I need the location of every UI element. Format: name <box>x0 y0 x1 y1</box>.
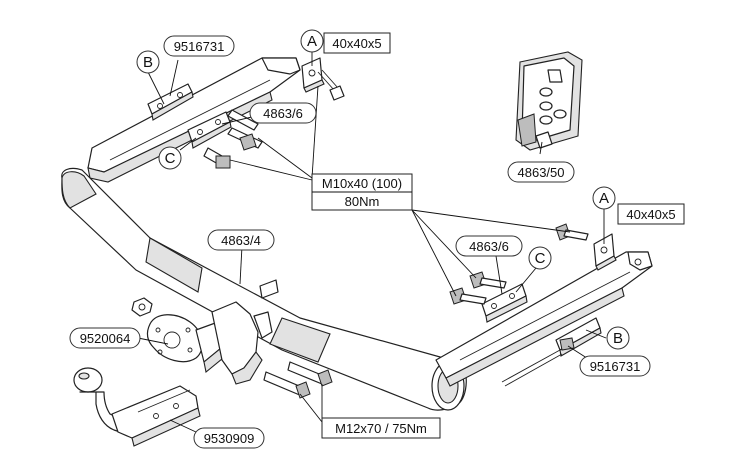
left-spacer-40x40x5 <box>301 57 325 93</box>
inset-callout: 4863/50 <box>507 161 575 183</box>
lower-bolts <box>263 361 333 399</box>
hitch-receiver-block <box>211 279 279 385</box>
right-spacer-40x40x5 <box>593 233 617 271</box>
left-c-letter: C <box>165 150 176 167</box>
left-plate-callout: 4863/6 <box>249 102 317 124</box>
right-upper-bolt <box>555 223 589 241</box>
right-a-letter: A <box>599 190 609 207</box>
towball-callout: 9530909 <box>193 427 265 449</box>
left-b-letter: B <box>143 54 153 71</box>
socket-plate-9520064 <box>146 314 229 374</box>
inset-part-number: 4863/50 <box>518 165 565 180</box>
right-c-letter: C <box>535 250 546 267</box>
left-a-letter: A <box>307 33 317 50</box>
bolt-spec-size: M10x40 (100) <box>322 176 402 191</box>
leader-lines <box>137 52 607 433</box>
left-b-part-number: 9516731 <box>174 39 225 54</box>
right-mounting-plate-4863-6 <box>481 283 528 323</box>
socket-plate-callout: 9520064 <box>69 327 141 349</box>
right-a-spacer-size: 40x40x5 <box>626 207 675 222</box>
right-plate-callout: 4863/6 <box>455 235 523 257</box>
right-side-bracket <box>435 251 653 387</box>
right-a-callout: A 40x40x5 <box>592 186 685 225</box>
left-clamp-plate-9516731 <box>147 83 194 121</box>
right-b-letter: B <box>613 330 623 347</box>
small-nut <box>131 297 153 317</box>
left-upper-bolt <box>317 69 345 101</box>
inset-detail-4863-50 <box>515 51 583 151</box>
lower-bolt-spec: M12x70 / 75Nm <box>335 421 427 436</box>
towball-9530909 <box>73 367 201 447</box>
left-a-callout: A 40x40x5 <box>300 29 391 54</box>
lower-bolt-spec-box: M12x70 / 75Nm <box>321 417 441 439</box>
bolt-spec-torque: 80Nm <box>345 194 380 209</box>
left-c-callout: C <box>158 146 182 170</box>
right-plate-part-number: 4863/6 <box>469 239 509 254</box>
bolt-spec-box: M10x40 (100) 80Nm <box>311 173 413 211</box>
towball-part-number: 9530909 <box>204 431 255 446</box>
right-b-part-number: 9516731 <box>590 359 641 374</box>
left-plate-part-number: 4863/6 <box>263 106 303 121</box>
left-b-callout: B 9516731 <box>136 35 235 74</box>
left-plate-bolts <box>203 109 263 169</box>
crossbar-callout: 4863/4 <box>207 229 275 251</box>
right-c-callout: C <box>528 246 552 270</box>
crossbar-part-number: 4863/4 <box>221 233 261 248</box>
socket-plate-part-number: 9520064 <box>80 331 131 346</box>
left-a-spacer-size: 40x40x5 <box>332 36 381 51</box>
right-b-callout: B 9516731 <box>579 326 651 377</box>
right-clamp-plate-9516731 <box>501 317 602 387</box>
